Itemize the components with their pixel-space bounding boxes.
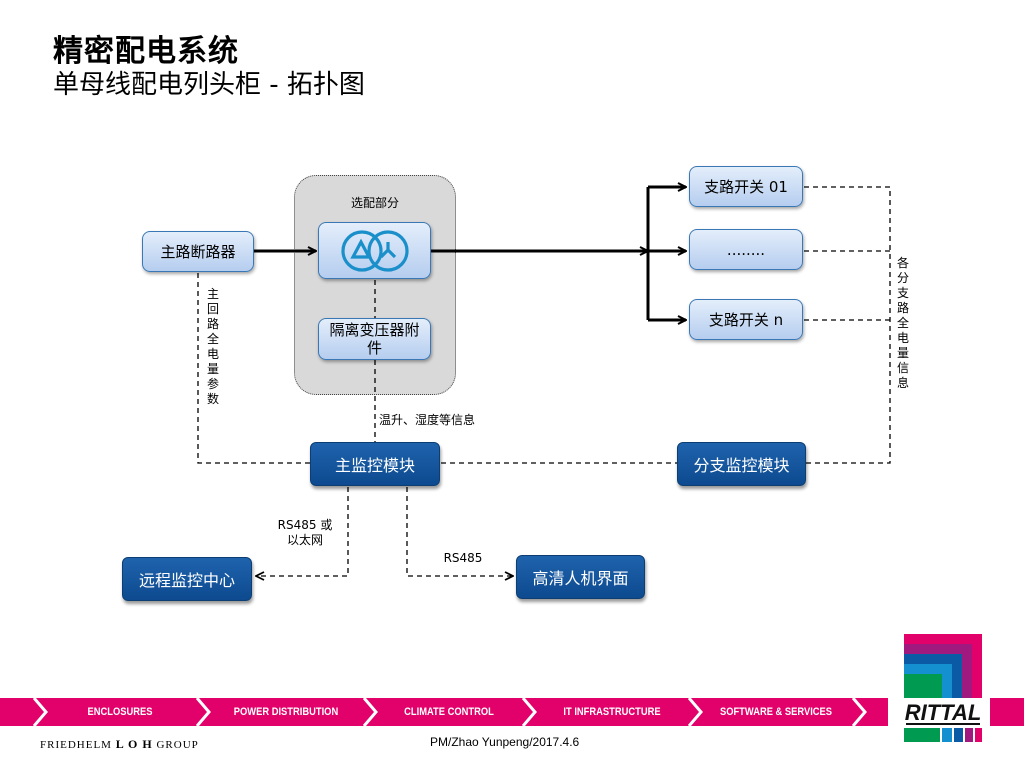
author-date: PM/Zhao Yunpeng/2017.4.6 xyxy=(430,735,580,749)
branch-switch-n-label: 支路开关 n xyxy=(708,310,784,329)
temp-humidity-note: 温升、湿度等信息 xyxy=(379,413,476,427)
category-power-distribution[interactable]: POWER DISTRIBUTION xyxy=(233,706,339,718)
transformer-accessory-label: 隔离变压器附件 xyxy=(329,321,420,357)
category-band: ENCLOSURES POWER DISTRIBUTION CLIMATE CO… xyxy=(0,698,1024,726)
branch-monitor-box[interactable]: 分支监控模块 xyxy=(677,442,806,486)
category-enclosures[interactable]: ENCLOSURES xyxy=(87,706,153,718)
branch-monitor-label: 分支监控模块 xyxy=(693,456,790,475)
category-climate-control[interactable]: CLIMATE CONTROL xyxy=(404,706,494,718)
branch-info-note: 各分支路全电量信息 xyxy=(896,256,909,390)
rittal-logo: RITTAL xyxy=(902,632,982,744)
main-breaker-box[interactable]: 主路断路器 xyxy=(142,231,254,272)
main-circuit-params-note: 主回路全电量参数 xyxy=(206,287,219,406)
rs485-or-ethernet-note: RS485 或 以太网 xyxy=(277,518,333,547)
hmi-box[interactable]: 高清人机界面 xyxy=(516,555,645,599)
optional-group-label: 选配部分 xyxy=(350,196,399,210)
group-name-post: GROUP xyxy=(152,739,199,751)
friedhelm-loh-group-logo: FRIEDHELM L O H GROUP xyxy=(40,737,199,752)
slide-title: 精密配电系统 xyxy=(53,34,239,69)
signal-line-main-circuit xyxy=(197,273,310,464)
branch-switch-01-box[interactable]: 支路开关 01 xyxy=(689,166,803,207)
signal-line-to-remote-center xyxy=(256,487,349,576)
group-name-pre: FRIEDHELM xyxy=(40,739,116,751)
category-software-services[interactable]: SOFTWARE & SERVICES xyxy=(719,706,833,718)
signal-line-to-hmi xyxy=(406,487,513,576)
branch-switch-mid-box[interactable]: ........ xyxy=(689,229,803,270)
branch-switch-01-label: 支路开关 01 xyxy=(704,177,788,196)
rs485-note: RS485 xyxy=(443,551,483,565)
main-monitor-label: 主监控模块 xyxy=(334,456,415,475)
main-monitor-box[interactable]: 主监控模块 xyxy=(310,442,440,486)
transformer-accessory-box[interactable]: 隔离变压器附件 xyxy=(318,318,431,360)
rittal-logo-graphic: RITTAL xyxy=(904,634,982,742)
group-name-bold: L O H xyxy=(115,737,153,751)
branch-switch-mid-label: ........ xyxy=(726,240,766,259)
isolation-transformer-delta-wye-icon xyxy=(340,229,409,272)
slide-subtitle: 单母线配电列头柜 - 拓扑图 xyxy=(53,70,365,100)
remote-center-label: 远程监控中心 xyxy=(138,571,235,590)
hmi-label: 高清人机界面 xyxy=(532,569,629,588)
main-breaker-label: 主路断路器 xyxy=(160,242,236,261)
category-it-infrastructure[interactable]: IT INFRASTRUCTURE xyxy=(563,706,661,718)
signal-line-branch-info xyxy=(804,186,891,464)
isolation-transformer-box[interactable] xyxy=(318,222,431,279)
branch-switch-n-box[interactable]: 支路开关 n xyxy=(689,299,803,340)
rittal-wordmark: RITTAL xyxy=(905,700,982,725)
remote-center-box[interactable]: 远程监控中心 xyxy=(122,557,252,601)
